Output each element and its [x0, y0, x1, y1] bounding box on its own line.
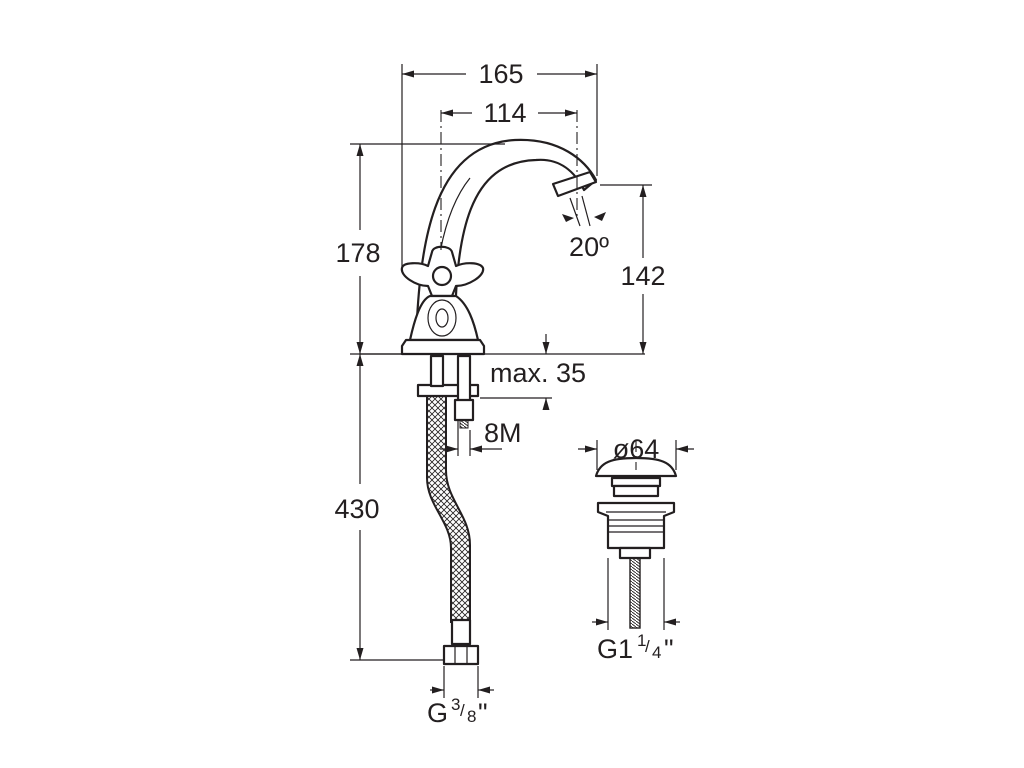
dim-height-total: 178 [335, 238, 380, 268]
valve-body [408, 294, 480, 342]
dim-waste-diameter: ø64 [613, 434, 660, 464]
spout-aerator [551, 170, 598, 198]
svg-text:G1: G1 [597, 634, 633, 664]
waste-valve [594, 456, 678, 629]
threaded-stud [456, 354, 472, 406]
dim-hose-thread: G 3 / 8 " [427, 695, 488, 728]
hose-nut [442, 644, 480, 666]
dimension-lines [350, 64, 694, 698]
svg-text:/: / [460, 701, 465, 720]
dim-waste-thread: G1 1 / 4 " [597, 631, 674, 664]
svg-text:": " [478, 698, 488, 728]
svg-text:": " [664, 634, 674, 664]
dim-overall-width: 165 [478, 59, 523, 89]
fixing-washer [416, 383, 480, 398]
dim-thread-stud: 8M [484, 418, 522, 448]
svg-text:4: 4 [652, 643, 661, 662]
svg-text:3: 3 [451, 695, 460, 714]
base-flange [400, 338, 486, 356]
svg-text:8: 8 [467, 707, 476, 726]
dim-hose-length: 430 [334, 494, 379, 524]
dimension-labels: 165 114 178 142 20º max. 35 8M 430 ø64 G… [334, 59, 673, 728]
waste-rod [629, 557, 641, 629]
dim-spout-angle: 20º [569, 232, 609, 262]
dim-spout-reach: 114 [483, 98, 526, 128]
flexible-hose [426, 395, 471, 623]
svg-text:/: / [645, 637, 650, 656]
faucet [360, 138, 645, 666]
dim-spout-height: 142 [620, 261, 665, 291]
svg-text:1: 1 [637, 631, 646, 650]
center-lines [440, 110, 637, 470]
dim-deck-thickness: max. 35 [490, 358, 586, 388]
svg-text:G: G [427, 698, 448, 728]
